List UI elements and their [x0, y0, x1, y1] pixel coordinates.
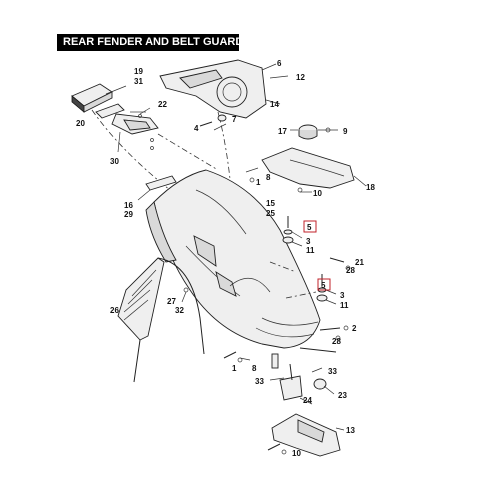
callout-11-lower: 11 — [340, 301, 349, 310]
callout-3-upper: 3 — [306, 237, 311, 246]
callout-5-lower: 5 — [321, 281, 326, 290]
bolt-21 — [329, 257, 351, 271]
lower-guard-13 — [271, 413, 345, 457]
callout-2: 2 — [352, 324, 357, 333]
callout-4: 4 — [194, 124, 199, 133]
taillight-assembly — [71, 83, 171, 191]
callout-6: 6 — [277, 59, 282, 68]
callout-31: 31 — [134, 77, 143, 86]
callout-28-lower: 28 — [332, 337, 341, 346]
callout-9: 9 — [343, 127, 348, 136]
fender-trim-16 — [137, 175, 177, 201]
callout-32: 32 — [175, 306, 184, 315]
side-bracket-18 — [245, 147, 367, 193]
callout-5-upper: 5 — [307, 223, 312, 232]
callout-12: 12 — [296, 73, 305, 82]
callout-10-lower: 10 — [292, 449, 301, 458]
callout-28-upper: 28 — [346, 266, 355, 275]
clamp-24 — [279, 363, 313, 405]
callout-21: 21 — [355, 258, 364, 267]
highlight-box-upper — [303, 220, 317, 233]
cap-17 — [290, 124, 338, 140]
callout-23: 23 — [338, 391, 347, 400]
lower-mount-2 — [299, 325, 349, 353]
callout-13: 13 — [346, 426, 355, 435]
bolt-10-lower — [267, 443, 287, 455]
callout-19: 19 — [134, 67, 143, 76]
lower-bolt-1-8 — [223, 351, 251, 363]
callout-3-lower: 3 — [340, 291, 345, 300]
upper-belt-guard — [157, 59, 289, 201]
rear-fender — [145, 169, 321, 349]
callout-27: 27 — [167, 297, 176, 306]
callout-18: 18 — [366, 183, 375, 192]
callout-10-upper: 10 — [313, 189, 322, 198]
callout-16: 16 — [124, 201, 133, 210]
spacer-stack-upper — [282, 216, 303, 247]
callout-29: 29 — [124, 210, 133, 219]
callout-30: 30 — [110, 157, 119, 166]
callout-24: 24 — [303, 396, 312, 405]
callout-14: 14 — [270, 100, 279, 109]
diagram-title: REAR FENDER AND BELT GUARDS — [57, 34, 251, 51]
callout-25: 25 — [266, 209, 275, 218]
callout-7: 7 — [232, 115, 237, 124]
callout-1-lower: 1 — [232, 364, 237, 373]
callout-33-right: 33 — [328, 367, 337, 376]
bolt-4-and-washer-7 — [199, 114, 227, 131]
callout-33-left: 33 — [255, 377, 264, 386]
license-frame-26 — [117, 257, 205, 383]
callout-11-upper: 11 — [306, 246, 315, 255]
callout-20: 20 — [76, 119, 85, 128]
callout-22: 22 — [158, 100, 167, 109]
callout-26: 26 — [110, 306, 119, 315]
callout-15: 15 — [266, 199, 275, 208]
highlight-box-lower — [317, 278, 331, 291]
standoff-33-left — [269, 353, 285, 381]
bushing-23 — [311, 367, 335, 395]
callout-8-upper: 8 — [266, 173, 271, 182]
callout-17: 17 — [278, 127, 287, 136]
callout-8-lower: 8 — [252, 364, 257, 373]
callout-1-upper: 1 — [256, 178, 261, 187]
